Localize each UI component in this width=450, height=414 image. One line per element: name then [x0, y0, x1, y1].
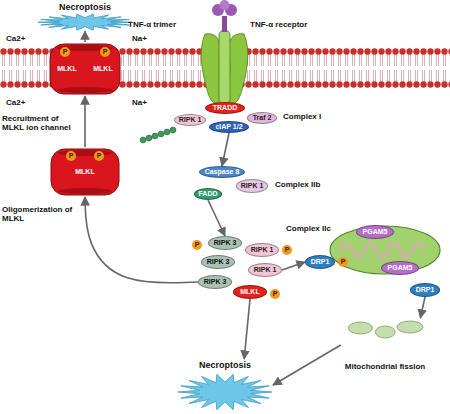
arrow-connector: [282, 262, 305, 270]
ion-label: Ca2+: [6, 34, 25, 43]
protein-blob: PGAM5: [356, 225, 394, 239]
arrow-connector: [84, 31, 86, 42]
node-text: Mitochondrial fission: [345, 362, 425, 371]
phosphate-marker: P: [66, 151, 76, 161]
protein-blob: RIPK 3: [198, 275, 232, 289]
phosphate-marker: P: [94, 151, 104, 161]
protein-blob: RIPK 1: [248, 263, 282, 277]
arrow-connector: [420, 297, 425, 318]
protein-blob: RIPK 1: [245, 243, 279, 257]
protein-blob: DRP1: [305, 255, 335, 269]
node-text: RIPK 3: [214, 239, 237, 247]
process-label: Oligomerization of MLKL: [2, 205, 74, 223]
ion-label: Na+: [132, 98, 147, 107]
component-label: TNF-α receptor: [250, 20, 307, 29]
node-text: PGAM5: [388, 264, 413, 272]
node-text: RIPK 3: [204, 278, 227, 286]
node-text: DRP1: [416, 286, 435, 294]
node-text: FADD: [198, 190, 217, 198]
protein-blob: RIPK 1: [174, 114, 206, 126]
protein-blob: Caspase 8: [199, 166, 245, 178]
ion-label: Na+: [132, 34, 147, 43]
node-text: RIPK 1: [254, 266, 277, 274]
complex-label: Complex IIc: [286, 224, 331, 233]
node-text: Necroptosis: [59, 2, 111, 12]
node-text: MLKL: [75, 168, 94, 176]
protein-blob: TRADD: [205, 102, 245, 114]
ubiquitin-chain: [140, 127, 176, 143]
protein-blob: Traf 2: [247, 112, 277, 124]
tnf-receptor: [201, 30, 248, 104]
protein-blob: RIPK 1: [236, 179, 268, 193]
phosphate-marker: P: [100, 47, 110, 57]
node-text: Traf 2: [253, 114, 272, 122]
protein-blob: DRP1: [410, 283, 440, 297]
protein-blob: PGAM5: [381, 261, 419, 275]
complex-label: Complex IIb: [275, 180, 320, 189]
arrow-connector: [84, 96, 86, 147]
arrow-connector: [208, 200, 225, 236]
necroptosis-cloud: Necroptosis: [177, 359, 273, 411]
arrow-connector: [244, 299, 250, 359]
node-text: TRADD: [213, 104, 238, 112]
node-text: MLKL: [240, 288, 259, 296]
node-text: PGAM5: [363, 228, 388, 236]
node-text: RIPK 1: [179, 116, 202, 124]
protein-blob: RIPK 3: [208, 236, 242, 250]
phosphate-marker: P: [270, 289, 280, 299]
phosphate-marker: P: [282, 245, 292, 255]
complex-label: Complex I: [283, 112, 321, 121]
phosphate-marker: P: [192, 240, 202, 250]
node-text: DRP1: [311, 258, 330, 266]
ion-label: Ca2+: [6, 98, 25, 107]
tnf-trimer: [212, 0, 237, 32]
process-label: Recruitment of MLKL ion channel: [2, 114, 74, 132]
node-text: cIAP 1/2: [215, 123, 242, 131]
phosphate-marker: P: [60, 47, 70, 57]
node-text: RIPK 1: [241, 182, 264, 190]
arrow-connector: [85, 197, 198, 283]
arrow-connector: [273, 345, 341, 385]
node-text: Caspase 8: [205, 168, 240, 176]
node-text: MLKL: [57, 65, 76, 73]
protein-blob: cIAP 1/2: [209, 121, 249, 133]
node-text: RIPK 1: [251, 246, 274, 254]
component-label: TNF-α trimer: [128, 20, 176, 29]
protein-blob: FADD: [194, 188, 222, 200]
protein-blob: MLKL: [233, 285, 267, 299]
necroptosis-cloud: Necroptosis: [37, 1, 133, 31]
node-text: MLKL: [93, 65, 112, 73]
phosphate-marker: P: [338, 257, 348, 267]
node-text: Necroptosis: [199, 360, 251, 370]
arrow-connector: [222, 133, 229, 166]
mlkl-oligomer: MLKL: [50, 147, 120, 197]
mitochondrion: [330, 226, 440, 274]
node-text: RIPK 3: [207, 258, 230, 266]
protein-blob: RIPK 3: [201, 255, 235, 269]
mitochondrial-fission: Mitochondrial fission: [341, 318, 429, 372]
